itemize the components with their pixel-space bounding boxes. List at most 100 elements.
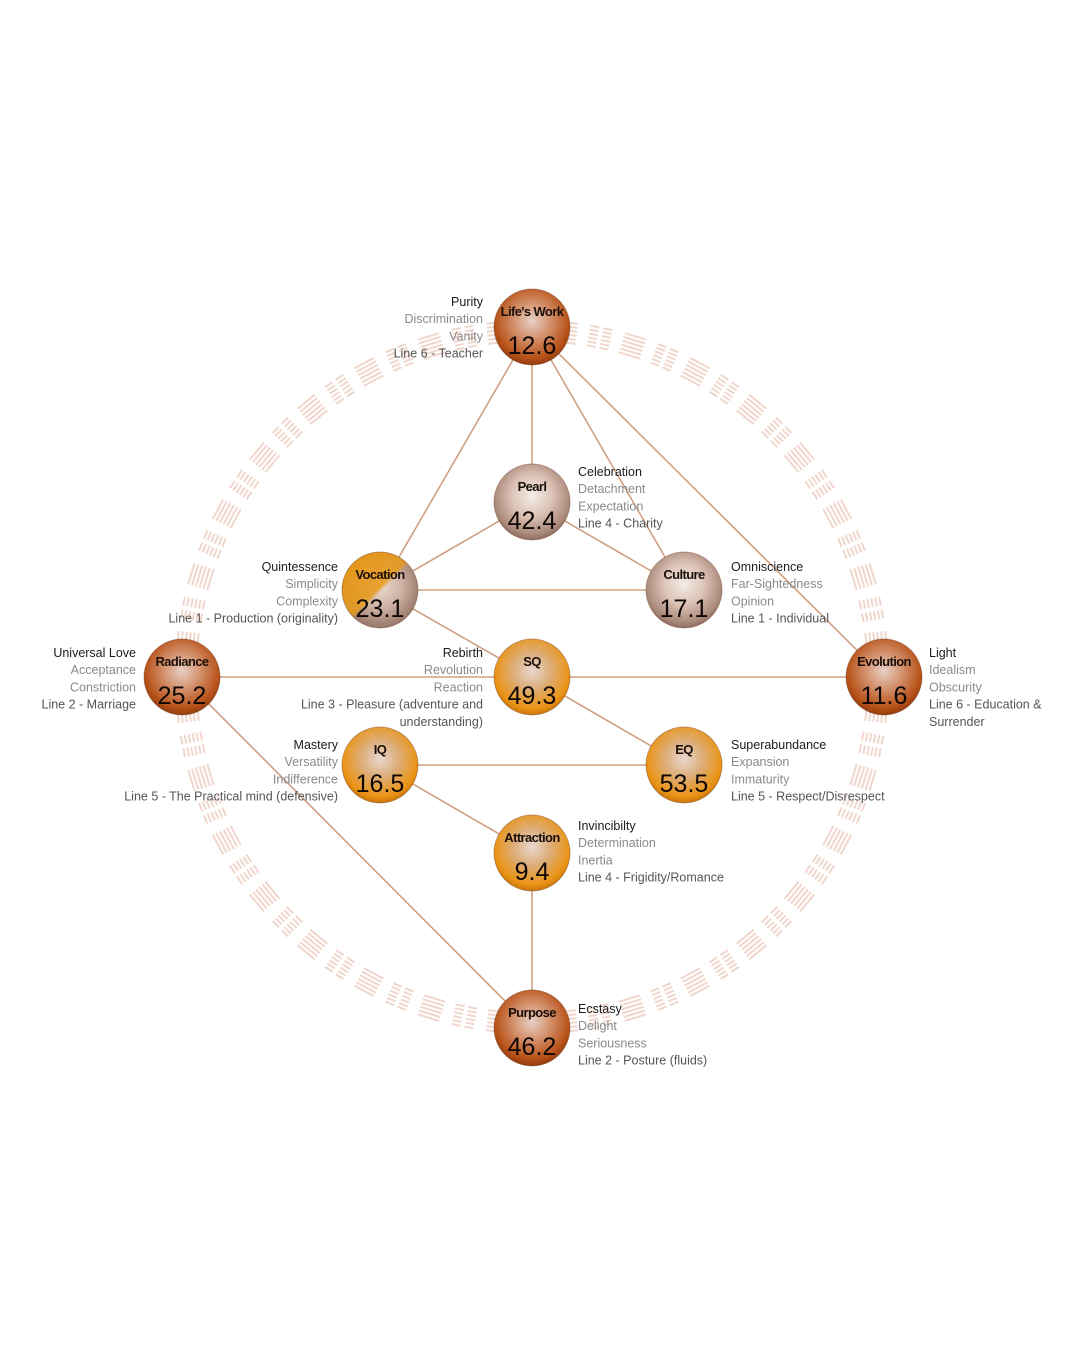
hexagram-glyph [618, 332, 647, 360]
hexagram-glyph [586, 1003, 613, 1030]
sphere-title: Vocation [355, 567, 405, 582]
gift-text: Far-Sightedness [731, 577, 823, 591]
annotation-radiance: Universal LoveAcceptanceConstrictionLine… [42, 646, 137, 712]
hexagram-glyph [736, 928, 767, 960]
shadow-text: Constriction [70, 680, 136, 694]
hexagram-glyph [417, 994, 446, 1022]
hexagram-glyph [271, 906, 303, 938]
hexagram-glyph [451, 324, 478, 351]
line-text: Line 5 - Respect/Disrespect [731, 790, 885, 804]
hexagram-glyph [354, 967, 384, 998]
sphere-value: 17.1 [660, 595, 709, 623]
sphere-title: Pearl [518, 479, 547, 494]
gift-text: Idealism [929, 663, 976, 677]
sphere-value: 53.5 [660, 770, 709, 798]
hexagram-glyph [849, 763, 877, 792]
siddhi-text: Purity [451, 295, 484, 309]
sphere-value: 46.2 [508, 1033, 557, 1061]
hexagram-glyph [417, 332, 446, 360]
connection-radiance-purpose [181, 676, 533, 1029]
siddhi-text: Superabundance [731, 738, 826, 752]
hexagram-glyph [804, 853, 835, 885]
hexagram-glyph [822, 825, 853, 855]
gift-text: Detachment [578, 482, 646, 496]
hexagram-glyph [297, 928, 328, 960]
line-text: Line 1 - Production (originality) [168, 612, 338, 626]
hexagram-glyph [708, 374, 740, 405]
hexagram-glyph [211, 499, 242, 529]
sphere-title: Radiance [155, 654, 208, 669]
hexagram-glyph [650, 982, 679, 1012]
sphere-title: Culture [663, 567, 705, 582]
connection-lifes-work-vocation [379, 326, 533, 591]
connection-lifes-work-evolution [531, 326, 885, 678]
gift-text: Determination [578, 836, 656, 850]
sphere-value: 12.6 [508, 332, 557, 360]
line-text: understanding) [400, 715, 483, 729]
shadow-text: Indifference [273, 772, 338, 786]
shadow-text: Inertia [578, 853, 613, 867]
hexagram-glyph [249, 881, 281, 912]
sphere-title: SQ [523, 654, 541, 669]
hexagram-glyph [324, 374, 356, 405]
line-text: Line 2 - Marriage [42, 698, 137, 712]
line-text: Line 5 - The Practical mind (defensive) [124, 790, 338, 804]
shadow-text: Vanity [449, 329, 484, 343]
siddhi-text: Invincibilty [578, 819, 636, 833]
sphere-iq[interactable]: IQ 16.5 [341, 726, 419, 804]
sphere-value: 23.1 [356, 595, 405, 623]
hexagram-glyph [229, 469, 260, 501]
sphere-vocation[interactable]: Vocation 23.1 [341, 551, 419, 629]
hexagram-glyph [179, 596, 206, 623]
sphere-sq[interactable]: SQ 49.3 [493, 638, 571, 716]
line-text: Line 6 - Education & [929, 698, 1042, 712]
gift-text: Acceptance [71, 663, 136, 677]
hexagram-glyph [211, 825, 242, 855]
sphere-title: Life's Work [501, 304, 565, 319]
sphere-value: 49.3 [508, 682, 557, 710]
hexagram-glyph [324, 949, 356, 980]
gift-text: Versatility [285, 755, 339, 769]
line-text: Surrender [929, 715, 985, 729]
hexagram-glyph [187, 763, 215, 792]
hexagram-glyph [249, 442, 281, 473]
sphere-value: 16.5 [356, 770, 405, 798]
hexagram-glyph [783, 881, 815, 912]
sphere-title: IQ [374, 742, 387, 757]
sphere-title: Attraction [504, 830, 560, 845]
siddhi-text: Mastery [294, 738, 339, 752]
hexagram-glyph [229, 853, 260, 885]
siddhi-text: Omniscience [731, 560, 803, 574]
hexagram-glyph [837, 530, 867, 559]
sphere-lifes-work[interactable]: Life's Work 12.6 [493, 288, 571, 366]
line-text: Line 4 - Charity [578, 517, 664, 531]
hexagram-glyph [708, 949, 740, 980]
line-text: Line 6 - Teacher [394, 347, 483, 361]
gift-text: Simplicity [285, 577, 339, 591]
sphere-culture[interactable]: Culture 17.1 [645, 551, 723, 629]
line-text: Line 4 - Frigidity/Romance [578, 871, 724, 885]
sphere-title: Evolution [857, 654, 911, 669]
hexagram-glyph [761, 416, 793, 448]
hexagram-glyph [736, 394, 767, 426]
connection-lifes-work-culture [531, 326, 685, 591]
hexagram-glyph [650, 342, 679, 372]
shadow-text: Opinion [731, 594, 774, 608]
hexagram-glyph [271, 416, 303, 448]
hexagram-glyph [858, 596, 885, 623]
gift-text: Revolution [424, 663, 483, 677]
gift-text: Expansion [731, 755, 789, 769]
hexagram-glyph [822, 499, 853, 529]
